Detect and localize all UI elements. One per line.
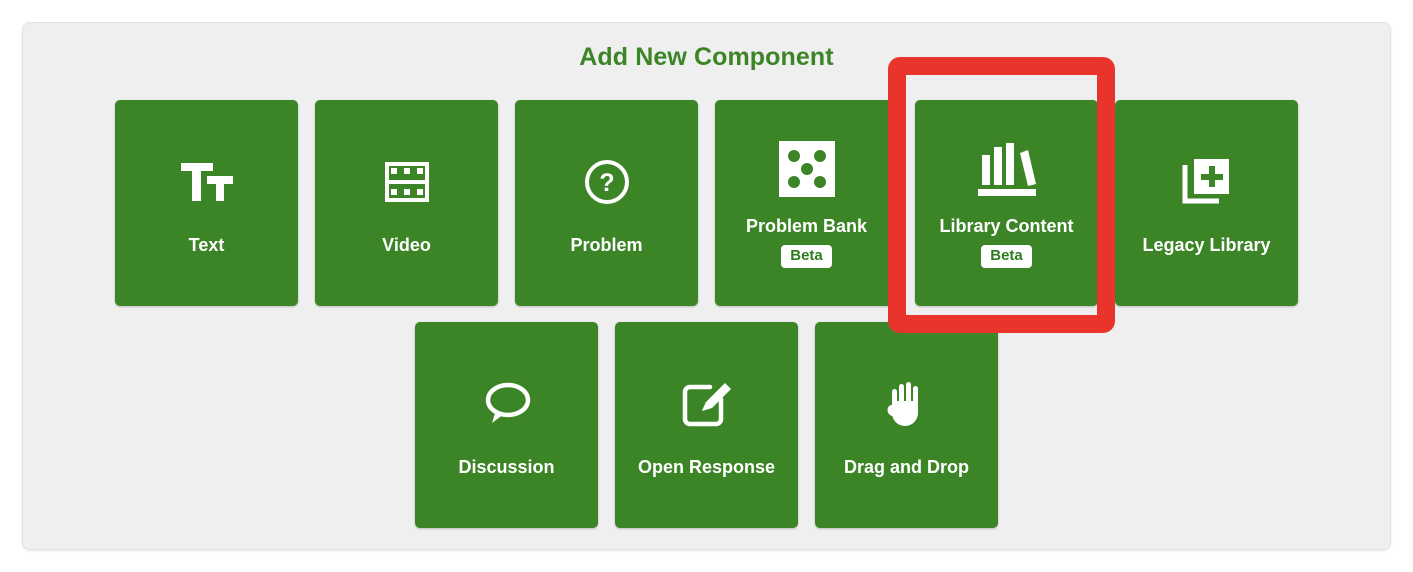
component-tile-legacy-library[interactable]: Legacy Library [1115,100,1298,306]
component-tile-open-response[interactable]: Open Response [615,322,798,528]
component-tile-label: Problem Bank [745,216,868,237]
component-tile-problem-bank[interactable]: Problem Bank Beta [715,100,898,306]
component-tile-label: Drag and Drop [843,456,969,477]
component-tile-discussion[interactable]: Discussion [415,322,598,528]
component-tile-label: Open Response [637,456,776,477]
component-tile-text[interactable]: Text [115,100,298,306]
film-strip-icon [384,151,429,213]
component-tile-label: Library Content [939,216,1074,237]
primary-component-row: Text Video [23,100,1390,306]
speech-bubble-icon [481,373,533,435]
page-title: Add New Component [579,43,834,71]
svg-text:?: ? [599,169,614,197]
bookshelf-icon [974,138,1040,200]
status-badge-beta: Beta [981,245,1032,268]
component-tile-label: Video [382,234,431,255]
component-tile-library-content[interactable]: Library Content Beta [915,100,1098,306]
hand-icon [885,373,929,435]
duplicate-plus-icon [1181,151,1233,213]
component-tile-video[interactable]: Video [315,100,498,306]
component-tile-label: Discussion [458,456,555,477]
component-tile-drag-and-drop[interactable]: Drag and Drop [815,322,998,528]
component-tile-label: Legacy Library [1142,234,1271,255]
advanced-component-row: Discussion Open Response [23,322,1390,528]
add-component-panel: Add New Component Text [22,22,1391,550]
component-tile-problem[interactable]: ? Problem [515,100,698,306]
pencil-square-icon [681,373,733,435]
component-tile-label: Problem [570,234,643,255]
text-size-icon [179,151,235,213]
question-circle-icon: ? [583,151,631,213]
status-badge-beta: Beta [781,245,832,268]
dice-five-icon [777,138,837,200]
component-tile-label: Text [188,234,225,255]
